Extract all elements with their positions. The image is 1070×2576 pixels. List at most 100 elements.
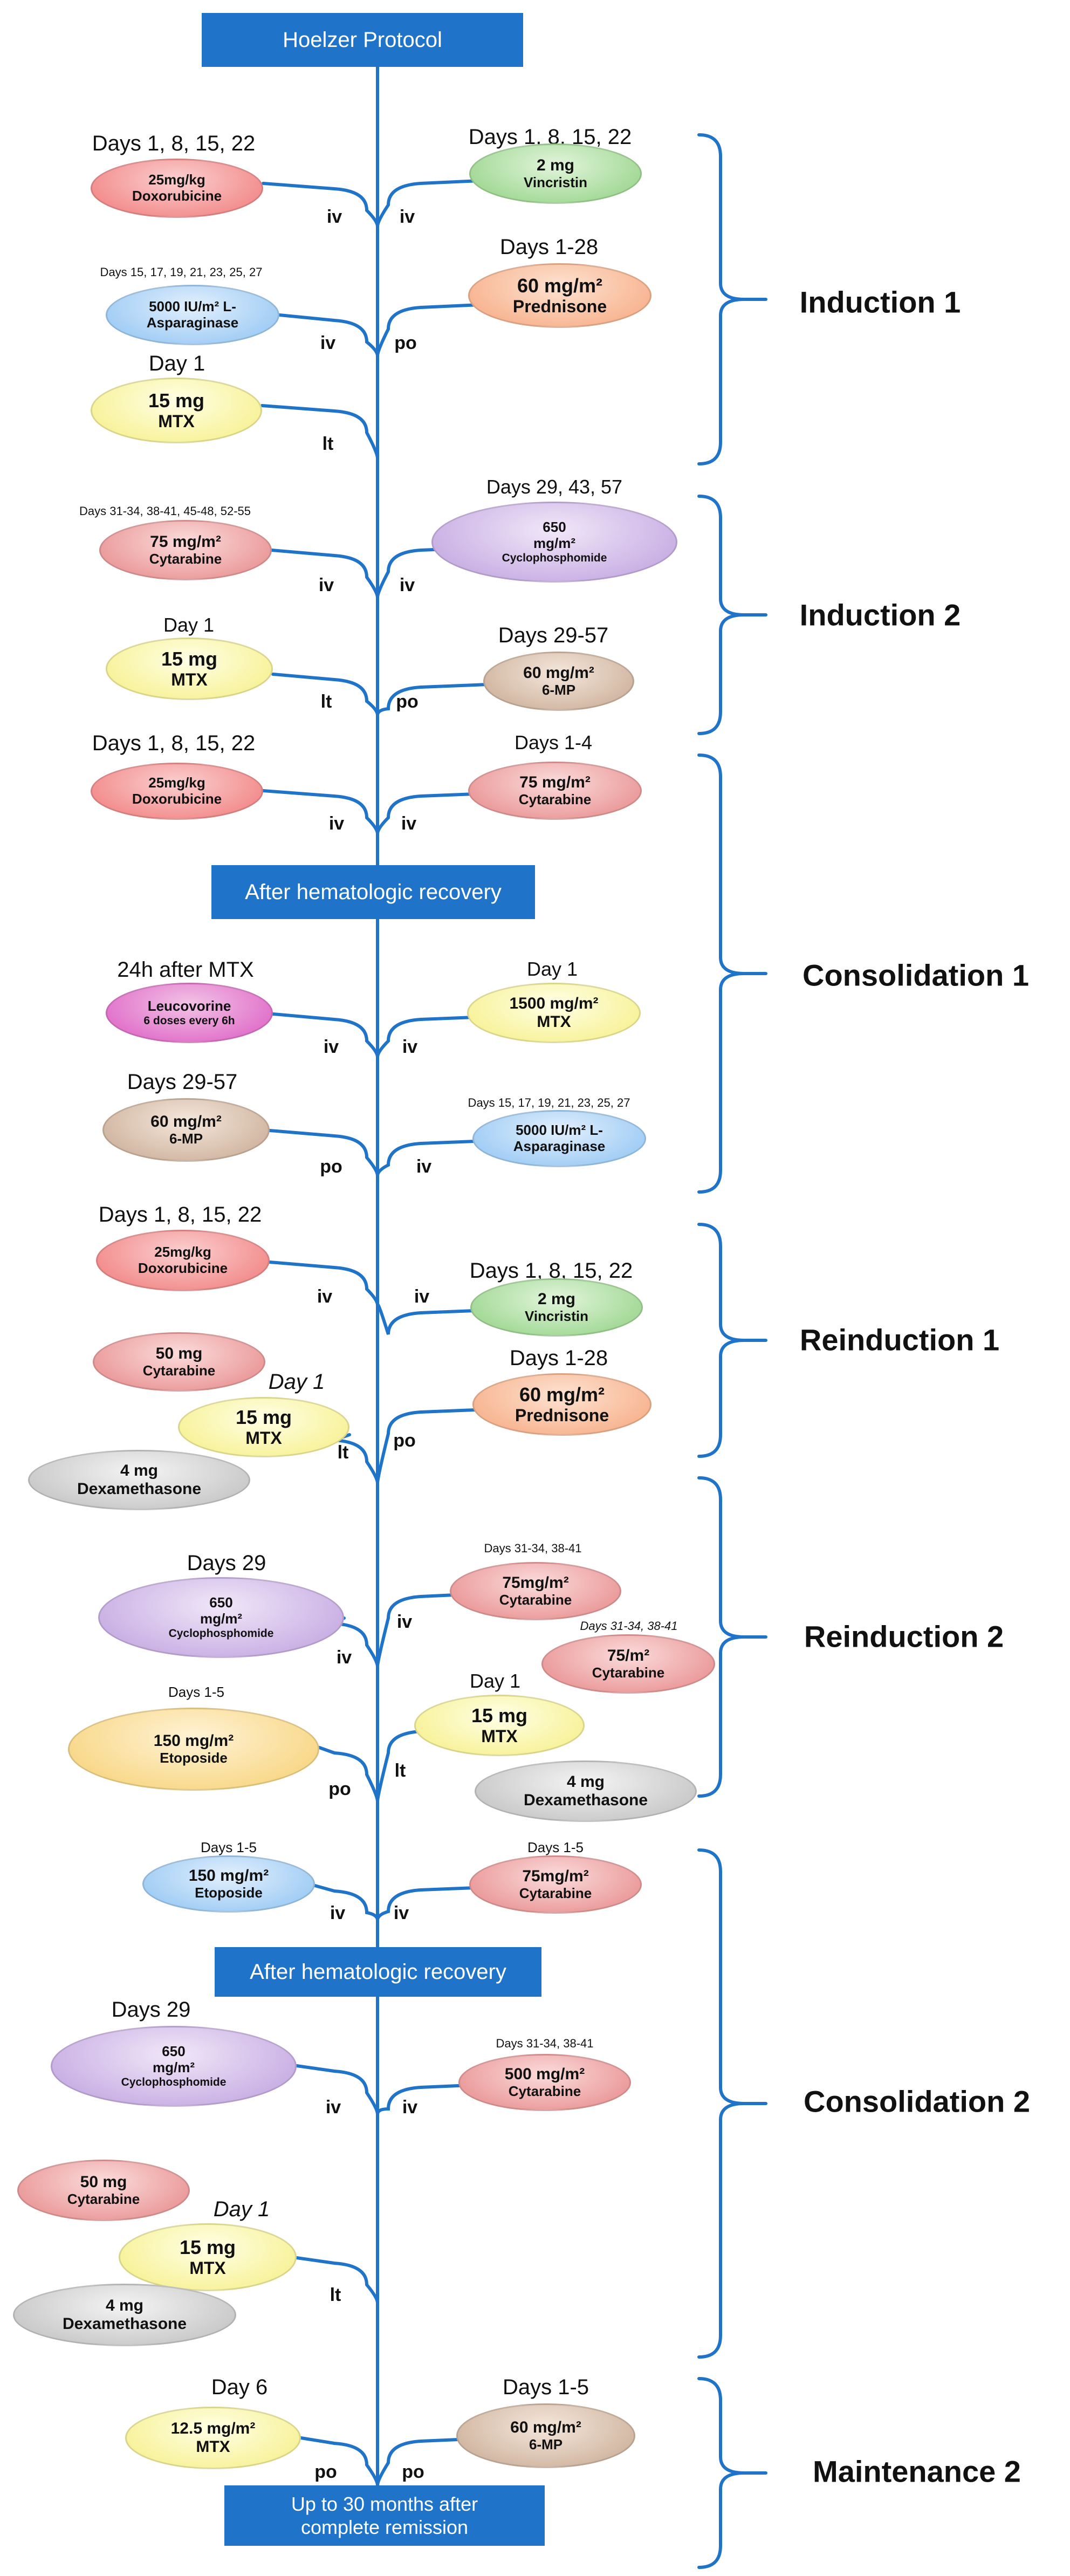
- phase-brace: [697, 1223, 745, 1458]
- dose-amount: 60 mg/m²: [519, 1383, 605, 1406]
- drug-name: Asparaginase: [513, 1138, 606, 1154]
- drug-name: Cytarabine: [499, 1592, 572, 1608]
- day-label: Days 31-34, 38-41: [484, 1542, 582, 1555]
- branch-line: [333, 1433, 379, 1485]
- dose-amount: 650: [543, 519, 566, 536]
- dose-unit: mg/m²: [153, 2059, 195, 2075]
- dose-amount: 2 mg: [537, 1290, 576, 1308]
- drug-name: Doxorubicine: [132, 188, 222, 204]
- dose-amount: 60 mg/m²: [523, 663, 594, 682]
- dexamethasone-pill: 4 mg Dexamethasone: [475, 1760, 697, 1822]
- drug-name: Dexamethasone: [523, 1791, 648, 1809]
- phase-label-reinduction-2: Reinduction 2: [804, 1619, 1004, 1654]
- dose-amount: 75/m²: [607, 1646, 650, 1664]
- drug-name: Cyclophosphomide: [121, 2075, 227, 2088]
- drug-name: Vincristin: [524, 1308, 588, 1325]
- route-label: po: [393, 1430, 416, 1451]
- day-label: Day 1: [526, 958, 578, 980]
- dose-amount: 650: [162, 2043, 186, 2060]
- leucovorine-pill: Leucovorine 6 doses every 6h: [106, 983, 273, 1043]
- dose-unit: mg/m²: [200, 1610, 242, 1627]
- asparaginase-pill: 5000 IU/m² L- Asparaginase: [472, 1110, 646, 1167]
- drug-name: Cytarabine: [518, 791, 592, 808]
- asparaginase-pill: 5000 IU/m² L- Asparaginase: [106, 285, 279, 345]
- day-label: Days 1-28: [499, 235, 599, 259]
- protocol-title: Hoelzer Protocol: [202, 13, 523, 67]
- day-label: Days 1-5: [502, 2375, 589, 2399]
- day-label: Day 1: [213, 2197, 270, 2221]
- day-label: Days 31-34, 38-41: [496, 2037, 594, 2050]
- drug-name: MTX: [537, 1013, 571, 1031]
- dose-amount: 150 mg/m²: [188, 1866, 269, 1885]
- day-label: Days 15, 17, 19, 21, 23, 25, 27: [100, 265, 263, 279]
- drug-name: Dexamethasone: [77, 1480, 202, 1498]
- mtx-pill: 1500 mg/m² MTX: [467, 983, 641, 1043]
- remission-banner: Up to 30 months after complete remission: [224, 2485, 545, 2546]
- dose-amount: 15 mg: [161, 647, 218, 670]
- day-label: Days 1-5: [200, 1839, 257, 1855]
- mtx-pill: 15 mg MTX: [91, 378, 262, 443]
- drug-name: Cytarabine: [592, 1664, 665, 1681]
- route-label: po: [394, 333, 417, 353]
- phase-brace: [697, 753, 745, 1194]
- branch-line: [376, 789, 557, 835]
- route-label: iv: [402, 1037, 418, 1057]
- mtx-pill: 15 mg MTX: [106, 638, 273, 700]
- drug-name: Etoposide: [160, 1750, 228, 1766]
- branch-line: [295, 2256, 379, 2305]
- dose-schedule: 6 doses every 6h: [143, 1014, 235, 1027]
- branch-line: [271, 1012, 379, 1059]
- route-label: iv: [325, 2097, 341, 2118]
- day-label: Days 31-34, 38-41: [580, 1619, 678, 1633]
- day-label: Day 6: [211, 2375, 268, 2399]
- route-label: iv: [326, 207, 342, 227]
- route-label: iv: [399, 207, 415, 227]
- day-label: Day 1: [163, 614, 215, 636]
- dose-amount: 60 mg/m²: [510, 2418, 581, 2436]
- vincristin-pill: 2 mg Vincristin: [470, 1278, 643, 1337]
- dose-amount: 15 mg: [148, 389, 205, 412]
- remission-line-1: Up to 30 months after: [291, 2492, 478, 2515]
- cytarabine-pill: 500 mg/m² Cytarabine: [458, 2054, 631, 2111]
- route-label: iv: [318, 575, 334, 595]
- cytarabine-pill: 50 mg Cytarabine: [93, 1332, 265, 1392]
- day-label: Days 15, 17, 19, 21, 23, 25, 27: [468, 1096, 630, 1109]
- route-label: lt: [337, 1442, 349, 1463]
- branch-line: [270, 549, 379, 599]
- dose-amount: 15 mg: [179, 2236, 236, 2258]
- drug-name: Cytarabine: [519, 1885, 592, 1902]
- drug-name: 6-MP: [169, 1131, 203, 1147]
- dose-amount: 50 mg: [80, 2173, 127, 2191]
- after-hematologic-recovery-banner: After hematologic recovery: [215, 1947, 541, 1997]
- day-label: Days 29-57: [127, 1070, 238, 1094]
- branch-line: [376, 1136, 557, 1177]
- phase-label-consolidation-2: Consolidation 2: [804, 2084, 1030, 2119]
- day-label: Days 1, 8, 15, 22: [92, 132, 256, 155]
- branch-line: [262, 182, 379, 228]
- day-label: Days 1-5: [527, 1839, 584, 1855]
- dose-amount: 15 mg: [471, 1704, 528, 1727]
- dose-amount: 75mg/m²: [502, 1573, 569, 1592]
- drug-name: Prednisone: [515, 1406, 609, 1426]
- route-label: iv: [328, 813, 345, 834]
- cytarabine-pill: 75 mg/m² Cytarabine: [99, 520, 272, 580]
- branch-line: [376, 2080, 546, 2116]
- route-label: iv: [416, 1156, 432, 1177]
- phase-brace: [697, 1476, 745, 1798]
- drug-name: Doxorubicine: [138, 1260, 228, 1276]
- route-label: iv: [320, 333, 336, 353]
- branch-line: [313, 1884, 379, 1922]
- drug-name: Cyclophosphomide: [168, 1627, 274, 1640]
- branch-line: [268, 1129, 379, 1177]
- drug-name: Doxorubicine: [132, 791, 222, 807]
- branch-line: [278, 313, 379, 358]
- dose-amount: 5000 IU/m² L-: [516, 1122, 603, 1139]
- dose-amount: 25mg/kg: [148, 775, 205, 791]
- drug-name: Vincristin: [523, 174, 587, 191]
- phase-label-induction-2: Induction 2: [799, 598, 961, 632]
- day-label: Days 1, 8, 15, 22: [92, 731, 256, 755]
- day-label: Days 1, 8, 15, 22: [98, 1203, 262, 1227]
- dose-amount: 25mg/kg: [154, 1244, 211, 1260]
- branch-line: [295, 2064, 379, 2116]
- after-hematologic-recovery-banner: After hematologic recovery: [211, 865, 535, 919]
